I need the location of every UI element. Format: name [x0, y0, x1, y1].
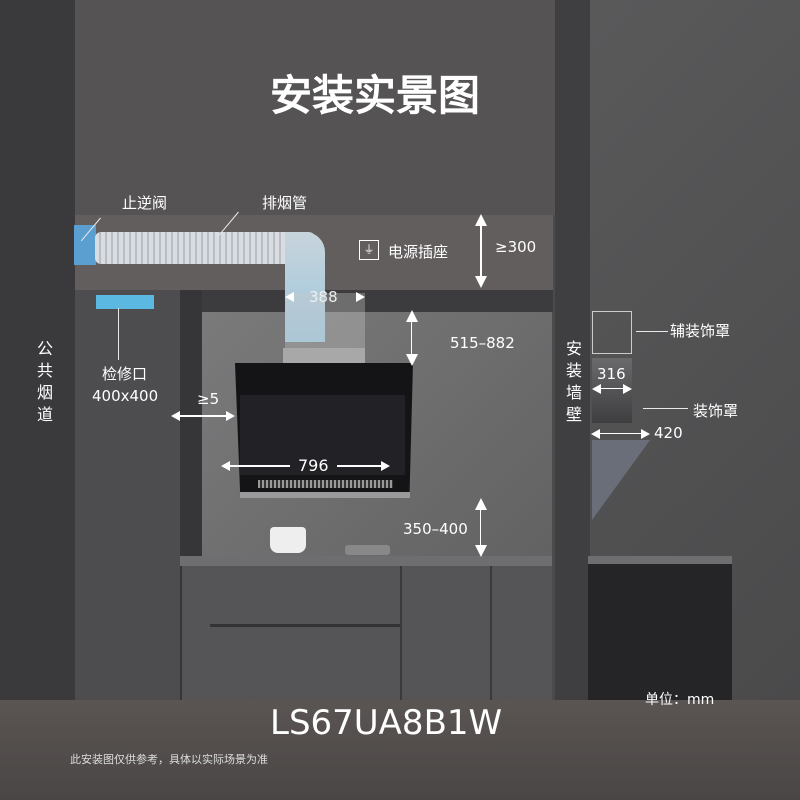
aux-cover-label: 辅装饰罩	[670, 322, 731, 340]
countertop	[180, 556, 552, 566]
base-cabinets	[182, 566, 552, 700]
exhaust-pipe-elbow	[285, 232, 325, 342]
exhaust-pipe	[95, 232, 315, 264]
aux-cover-arrow	[592, 384, 632, 394]
drawer-line	[210, 624, 400, 627]
install-wall-label: 安装墙壁	[565, 339, 582, 424]
model-name: LS67UA8B1W	[270, 703, 503, 743]
ceiling-gap-arrow	[475, 214, 487, 288]
height-range-arrow	[406, 310, 418, 366]
left-wall	[0, 0, 75, 700]
power-socket-icon: ⏚	[359, 240, 379, 260]
depth-arrow	[591, 429, 650, 439]
page-title: 安装实景图	[270, 71, 481, 120]
power-socket-label: 电源插座	[388, 243, 449, 261]
wall-column	[555, 0, 590, 700]
public-flue-label: 公共烟道	[36, 339, 53, 424]
pot	[270, 527, 306, 553]
leader-line	[636, 331, 668, 332]
duct-width-arrow	[285, 292, 365, 302]
exhaust-pipe-label: 排烟管	[262, 194, 308, 212]
unit-label: 单位：mm	[645, 692, 715, 708]
hob-height-label: 350–400	[403, 520, 468, 538]
hood-grille	[258, 480, 393, 488]
leader-line	[643, 408, 688, 409]
cabinet-divider	[400, 566, 402, 700]
depth-label: 420	[654, 424, 683, 442]
top-wall	[75, 0, 555, 215]
disclaimer: 此安装图仅供参考，具体以实际场景为准	[70, 753, 268, 766]
tall-cabinet	[75, 290, 180, 700]
access-port-panel	[96, 295, 154, 309]
duct-box	[285, 293, 365, 353]
height-range-label: 515–882	[450, 334, 515, 352]
hob-height-arrow	[475, 498, 487, 557]
side-gap-label: ≥5	[197, 390, 220, 408]
hood-bottom-bar	[240, 492, 410, 498]
aux-cover-width: 316	[597, 365, 626, 383]
burner	[345, 545, 390, 555]
cabinet-divider	[490, 566, 492, 700]
aux-cover-outline	[592, 311, 632, 354]
ceiling-gap-label: ≥300	[495, 238, 537, 256]
cover-label: 装饰罩	[693, 402, 739, 420]
side-counter	[588, 556, 732, 564]
duct-width-label: 388	[309, 288, 338, 306]
access-port-size: 400x400	[92, 387, 159, 405]
check-valve-label: 止逆阀	[122, 194, 168, 212]
leader-line	[118, 308, 119, 360]
check-valve	[74, 225, 96, 265]
access-port-label: 检修口	[102, 365, 148, 383]
hood-width-label: 796	[290, 456, 337, 475]
hood-bracket	[283, 348, 365, 364]
floor	[0, 700, 800, 800]
side-gap-arrow	[171, 411, 235, 421]
side-cabinet	[588, 564, 732, 700]
